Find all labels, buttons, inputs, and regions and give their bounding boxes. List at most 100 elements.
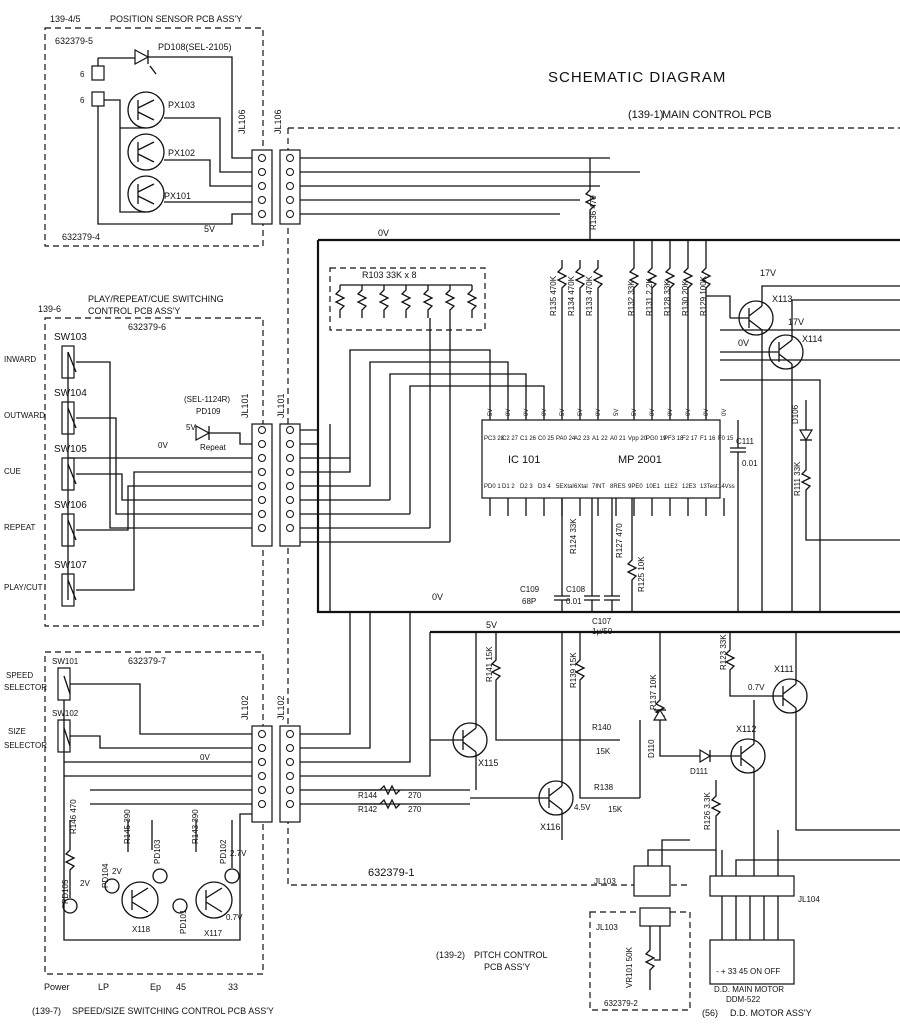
jl101-pin	[258, 426, 266, 434]
jl102-pin	[258, 758, 266, 766]
pd101-label: PD101	[179, 909, 188, 934]
x112-label: X112	[736, 724, 756, 734]
jl101-label-a: JL101	[240, 393, 250, 418]
jl104-label: JL104	[798, 895, 820, 904]
ic-top-pin-voltage: 0V	[506, 409, 512, 416]
ic-top-pin: A0 21	[610, 436, 626, 442]
x112-transistor	[724, 738, 766, 774]
pd105-label: PD105	[61, 879, 70, 904]
switch-contact	[67, 351, 77, 373]
pullup-resistor	[592, 260, 604, 296]
switch-0v-wire	[68, 432, 252, 459]
jl101-pin	[286, 426, 294, 434]
switch-contact	[67, 463, 77, 485]
position-pcb-top: 632379-5	[55, 36, 93, 46]
c108-label: C108	[566, 585, 586, 594]
r146-label: R146 470	[69, 799, 78, 834]
pd109-label: PD109	[196, 407, 221, 416]
r140-value: 15K	[596, 747, 611, 756]
jl101-pin	[286, 482, 294, 490]
ic-top-pin-voltage: 5V	[560, 409, 566, 416]
ic-bottom-pin: 14Vss	[718, 484, 735, 490]
ic-top-pin-voltage: 0V	[722, 409, 728, 416]
d110-label: D110	[647, 739, 656, 758]
jl102-pin	[286, 786, 294, 794]
jl101-pins	[258, 426, 294, 532]
pd108-label: PD108(SEL-2105)	[158, 42, 232, 52]
ic-top-pin: F0 15	[718, 436, 734, 442]
ic-top-pin: F1 16	[700, 436, 716, 442]
r141-label: R141 15K	[485, 646, 494, 682]
motor-pins: - + 33 45 ON OFF	[716, 967, 780, 976]
ic-top-pin-voltage: 5V	[488, 409, 494, 416]
pd102-27v: 2.7V	[230, 849, 247, 858]
r138-label: R138	[594, 783, 614, 792]
pd109-part: (SEL-1124R)	[184, 395, 230, 404]
r127-label: R127 470	[615, 523, 624, 558]
switch-list: SW103INWARDSW104OUTWARDSW105CUESW106REPE…	[4, 332, 252, 607]
size-label: SIZE	[8, 727, 26, 736]
jl106-pins	[258, 154, 294, 218]
ic101-part: MP 2001	[618, 454, 662, 466]
ic-bottom-pin: 11E2	[664, 484, 678, 490]
ic-bottom-pin: D2 3	[520, 484, 533, 490]
switch-contact	[67, 579, 77, 601]
r125-label: R125 10K	[637, 556, 646, 592]
sw101-label: SW101	[52, 657, 79, 666]
jl101-pin	[286, 510, 294, 518]
jl102-pin	[286, 772, 294, 780]
jl102-pin	[258, 800, 266, 808]
switch-id: SW104	[54, 388, 87, 399]
v17-a: 17V	[760, 268, 776, 278]
r136-label: R136 470	[589, 195, 598, 230]
jl102-label-b: JL102	[276, 695, 286, 720]
ic-bottom-pin: 13Test	[700, 484, 718, 490]
r145-label: R145 390	[123, 809, 132, 844]
jl101-pin	[286, 440, 294, 448]
jl102-pin	[258, 786, 266, 794]
switch-wire	[76, 361, 252, 529]
ic-top-pin: Vpp 20	[628, 436, 648, 442]
motor-label-2: DDM-522	[726, 995, 761, 1004]
pd102-label: PD102	[219, 839, 228, 864]
r140-label: R140	[592, 723, 612, 732]
r128-label: R128 33K	[663, 280, 672, 316]
switching-board-name-2: CONTROL PCB ASS'Y	[88, 306, 180, 316]
speed-pcb-number: 632379-7	[128, 656, 166, 666]
bus-0v-label-2: 0V	[432, 592, 443, 602]
switch-wire	[76, 417, 252, 515]
ic-top-pin-voltage: 0V	[704, 409, 710, 416]
switch-function: REPEAT	[4, 523, 36, 532]
px102-label: PX102	[168, 148, 195, 158]
jl102-pin	[286, 800, 294, 808]
switching-pcb-number: 632379-6	[128, 322, 166, 332]
x117-07v: 0.7V	[226, 913, 243, 922]
main-pcb-number: 632379-1	[368, 867, 415, 879]
r139-label: R139 15K	[569, 652, 578, 688]
jl102-pin	[286, 730, 294, 738]
jl101-pin	[258, 496, 266, 504]
d106-label: D106	[791, 404, 800, 424]
position-sensor-pcb-outline	[44, 27, 264, 247]
jl103-connector-main	[633, 865, 671, 897]
c107-label: C107	[592, 617, 612, 626]
r131-label: R131 2.2K	[645, 278, 654, 316]
position-board-name: POSITION SENSOR PCB ASS'Y	[110, 14, 242, 24]
position-5v: 5V	[204, 224, 215, 234]
d110-d111-diodes	[652, 708, 712, 764]
jl103-label-pitch: JL103	[596, 923, 618, 932]
pd109-5v: 5V	[186, 423, 196, 432]
d106-diode	[798, 429, 814, 442]
x114-label: X114	[802, 334, 822, 344]
r103-resistors	[334, 284, 478, 318]
pitch-board-name-2: PCB ASS'Y	[484, 962, 530, 972]
r126-label: R126 3.3K	[703, 792, 712, 830]
pullup-resistor	[682, 260, 694, 296]
vr101-pot	[644, 926, 661, 990]
jl101-pin	[286, 524, 294, 532]
pullup-resistor	[574, 260, 586, 296]
x113-0v: 0V	[738, 338, 749, 348]
x113-transistor	[730, 300, 774, 336]
ic-bottom-pin: D3 4	[538, 484, 551, 490]
vr101-label: VR101 50K	[625, 946, 634, 988]
